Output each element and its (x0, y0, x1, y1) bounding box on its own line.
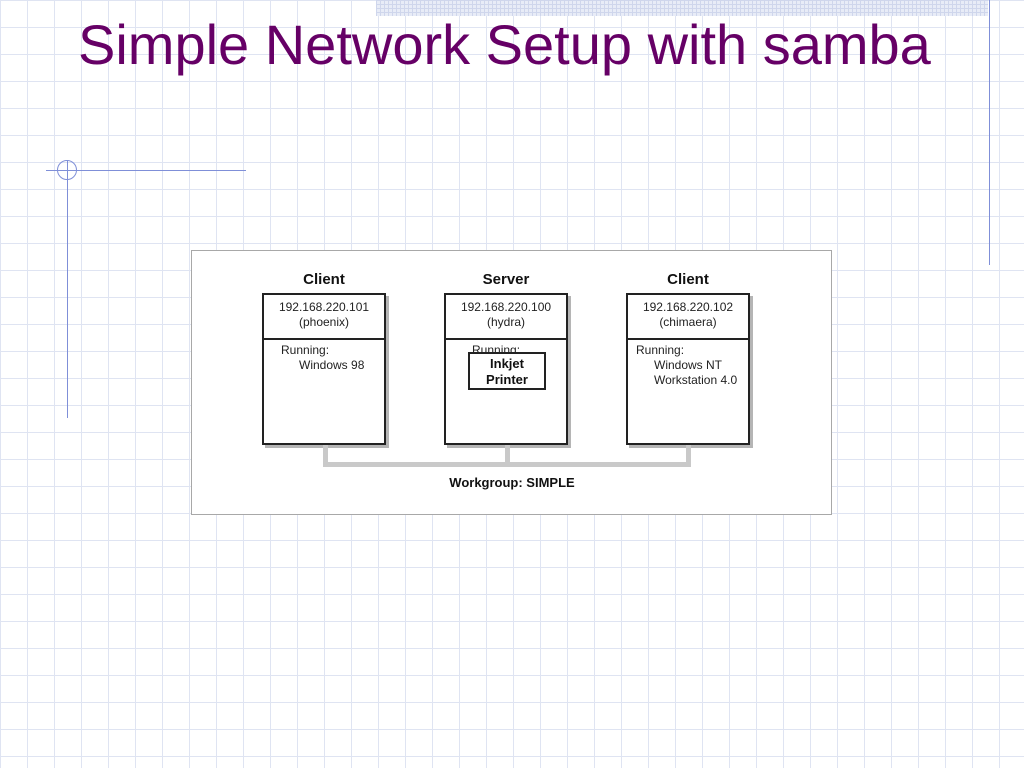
client-node-chimaera: 192.168.220.102 (chimaera) Running: Wind… (626, 293, 750, 445)
running-item: Windows 98 (299, 358, 365, 372)
node-ip: 192.168.220.100 (460, 300, 552, 314)
client-node-phoenix: 192.168.220.101 (phoenix) Running: Windo… (262, 293, 386, 445)
node-ip: 192.168.220.102 (642, 300, 734, 314)
node-ip: 192.168.220.101 (278, 300, 370, 314)
decorative-rule-horizontal (46, 170, 246, 171)
network-link-phoenix (323, 445, 328, 464)
network-link-hydra (505, 445, 510, 464)
network-link-chimaera (686, 445, 691, 464)
network-bus (323, 462, 691, 467)
node-header: 192.168.220.100 (hydra) (446, 295, 566, 340)
node-role-label: Server (482, 271, 530, 288)
workgroup-label: Workgroup: SIMPLE (449, 475, 575, 490)
printer-label-line2: Printer (486, 372, 528, 387)
node-header: 192.168.220.101 (phoenix) (264, 295, 384, 340)
node-role-label: Client (667, 271, 709, 288)
network-diagram: Client 192.168.220.101 (phoenix) Running… (191, 250, 832, 515)
decorative-rule-vertical-left (67, 160, 68, 418)
decorative-circle (57, 160, 77, 180)
node-body: Running: Windows 98 (264, 340, 384, 373)
node-header: 192.168.220.102 (chimaera) (628, 295, 748, 340)
header-band (376, 0, 988, 16)
node-body: Running: Windows NT Workstation 4.0 (628, 340, 748, 388)
node-hostname: (phoenix) (298, 315, 350, 329)
running-item: Windows NT (654, 358, 723, 372)
decorative-rule-vertical-right (989, 0, 990, 265)
inkjet-printer: Inkjet Printer (468, 352, 546, 390)
printer-label-line1: Inkjet (490, 356, 524, 371)
server-node-hydra: 192.168.220.100 (hydra) Running: Linux 2… (444, 293, 568, 445)
running-item: Workstation 4.0 (654, 373, 738, 387)
node-role-label: Client (303, 271, 345, 288)
running-label: Running: (636, 343, 685, 357)
node-hostname: (chimaera) (659, 315, 717, 329)
running-label: Running: (281, 343, 330, 357)
node-hostname: (hydra) (486, 315, 525, 329)
slide-title: Simple Network Setup with samba (78, 13, 931, 76)
